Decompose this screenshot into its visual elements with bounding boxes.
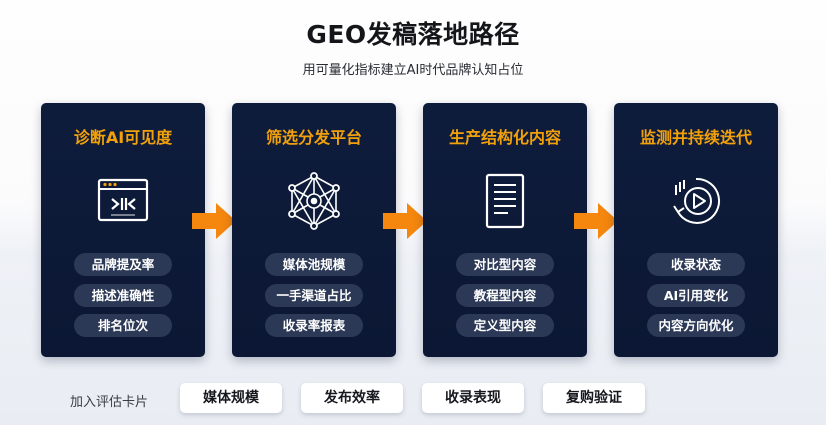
metric-pill: AI引用变化 [647,284,745,307]
step-title: 监测并持续迭代 [639,128,752,147]
metric-pill: 一手渠道占比 [265,284,363,307]
page-subtitle: 用可量化指标建立AI时代品牌认知占位 [302,63,524,78]
metric-pill: 对比型内容 [456,253,554,276]
eval-tag: 媒体规模 [180,383,282,413]
step-title: 诊断AI可见度 [73,128,173,147]
metric-pill: 品牌提及率 [74,253,172,276]
metric-pill: 收录率报表 [265,314,363,337]
step-card-diagnose: 诊断AI可见度 品牌提及率 描述准确性 排名位次 [41,103,205,357]
eval-tag: 发布效率 [301,383,403,413]
document-icon [485,173,525,229]
code-window-icon [97,178,149,222]
step-card-monitor: 监测并持续迭代 收录状态 AI引用变化 内容方向优化 [614,103,778,357]
step-card-platform: 筛选分发平台 媒体池规模 一手渠道占比 收录率报表 [232,103,396,357]
play-cycle-icon [673,177,721,224]
metric-pill: 收录状态 [647,253,745,276]
step-title: 筛选分发平台 [265,128,362,147]
metric-pill: 媒体池规模 [265,253,363,276]
metric-pill: 排名位次 [74,314,172,337]
metric-pill: 教程型内容 [456,284,554,307]
arrow-right-icon [383,203,427,239]
arrow-right-icon [192,203,236,239]
metric-pill: 描述准确性 [74,284,172,307]
eval-tag: 复购验证 [543,383,645,413]
network-globe-icon [288,172,340,230]
metric-pill: 内容方向优化 [647,314,745,337]
step-card-content: 生产结构化内容 对比型内容 教程型内容 定义型内容 [423,103,587,357]
page-title: GEO发稿落地路径 [306,20,520,49]
eval-tag: 收录表现 [422,383,524,413]
arrow-right-icon [574,203,618,239]
step-title: 生产结构化内容 [448,128,561,147]
footer-label: 加入评估卡片 [70,395,149,410]
metric-pill: 定义型内容 [456,314,554,337]
